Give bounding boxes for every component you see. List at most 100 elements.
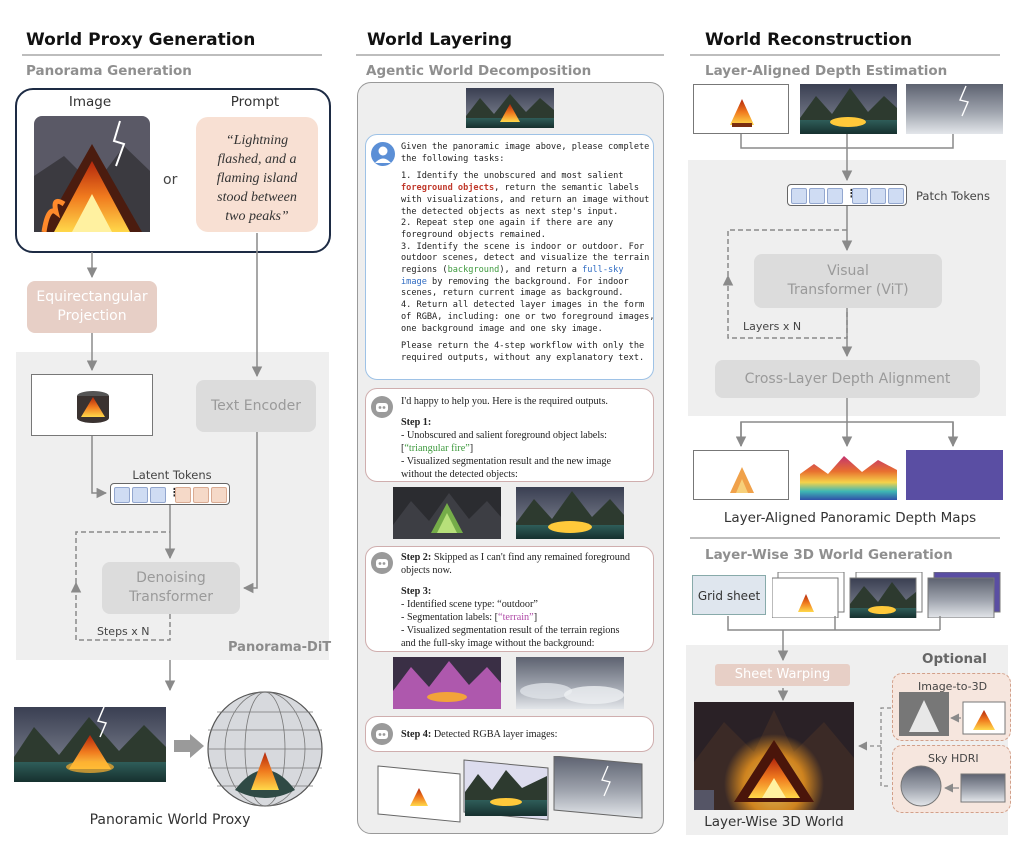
prompt-text-line: regions (background), and return a full-…: [401, 265, 653, 277]
prompt-text-line: Please return the 4-step workflow with o…: [401, 341, 645, 352]
image-to-3d-images: [899, 692, 1006, 736]
layered-sheets-images: [772, 572, 1001, 618]
cross-layer-depth-box: Cross-Layer Depth Alignment: [715, 360, 980, 398]
user-avatar-icon: [371, 142, 395, 166]
prompt-line: two peaks”: [225, 209, 289, 224]
prompt-text-line: 4. Return all detected layer images in t…: [401, 300, 645, 311]
steps-label: Steps x N: [97, 625, 150, 638]
agent-avatar-icon: [371, 723, 393, 745]
optional-label: Optional: [922, 651, 987, 667]
reply-text-line: - Identified scene type: “outdoor”: [401, 599, 538, 610]
foreground-depth-thumb: [693, 450, 789, 500]
agent-reply-2: [365, 546, 654, 652]
col1-arrows: [70, 233, 263, 692]
layer-wise-3d-world-image: [694, 702, 854, 810]
segmentation-fire-image: [393, 487, 501, 539]
vit-line: Visual: [827, 263, 869, 279]
text-encoder-box: Text Encoder: [196, 380, 316, 432]
highlight-red: foreground objects: [401, 183, 495, 194]
prompt-text-span: regions (: [401, 265, 448, 276]
input-fire-image: [34, 116, 150, 232]
equirect-line: Projection: [57, 308, 127, 324]
layer-wise-generation-subtitle: Layer-Wise 3D World Generation: [705, 547, 953, 563]
reply-text-line: - Visualized segmentation result and the…: [401, 456, 611, 467]
reply-text-line: objects now.: [401, 565, 452, 576]
or-text: or: [163, 172, 178, 188]
ellipsis-mark: ⋮: [846, 187, 857, 200]
panorama-dit-label: Panorama-DiT: [228, 640, 332, 655]
background-depth-thumb: [800, 450, 897, 500]
latent-token: [211, 487, 227, 503]
highlight-purple: “terrain”: [498, 612, 534, 623]
input-box: [15, 88, 331, 253]
patch-token: [870, 188, 886, 204]
prompt-text-line: of RGBA, including: one or two foregroun…: [401, 311, 655, 322]
patch-token: [827, 188, 843, 204]
patch-token: [809, 188, 825, 204]
prompt-text-line: with visualizations, and return an image…: [401, 194, 650, 205]
prompt-line: flashed, and a: [217, 152, 297, 167]
patch-token: [791, 188, 807, 204]
image-without-fire: [516, 487, 624, 539]
prompt-text-line: required outputs, without any explanator…: [401, 352, 645, 363]
latent-token: [114, 487, 130, 503]
patch-tokens-strip: ⋮: [787, 184, 907, 206]
cylinder-fire-icon: [77, 391, 109, 423]
prompt-text-line: 3. Identify the scene is indoor or outdo…: [401, 241, 645, 252]
denoising-transformer-box: Denoising Transformer: [102, 562, 240, 614]
fire-depth-icon: [730, 467, 754, 493]
prompt-text-line: 2. Repeat step one again if there are an…: [401, 218, 614, 229]
rgba-layer-images: [377, 756, 643, 823]
user-prompt-bubble: [365, 134, 654, 380]
prompt-text-line: one background image and one sky image.: [401, 323, 603, 334]
prompt-text-line: outdoor scenes, detect and visualize the…: [401, 253, 650, 264]
reply-text-span: [: [401, 443, 405, 454]
highlight-blue: image: [401, 276, 427, 287]
step-heading: Step 3:: [401, 586, 432, 597]
panorama-output-image: [14, 707, 166, 782]
step-heading: Step 1:: [401, 417, 432, 428]
panorama-generation-subtitle: Panorama Generation: [26, 63, 192, 79]
sky-hdri-label: Sky HDRI: [928, 752, 979, 765]
prompt-text-line: 1. Identify the unobscured and most sali…: [401, 171, 624, 182]
prompt-text-line: foreground objects remained.: [401, 229, 546, 240]
reply-text-line: I'd happy to help you. Here is the requi…: [401, 396, 608, 407]
reply-text-line: Step 2: Skipped as I can't find any rema…: [401, 551, 651, 564]
section-rule: [690, 537, 1000, 539]
depth-maps-label: Layer-Aligned Panoramic Depth Maps: [723, 510, 977, 526]
prompt-text-span: ), and return a: [499, 265, 583, 276]
agent-reply-1: [365, 388, 654, 482]
reply-text-line: without the detected objects:: [401, 469, 518, 480]
image-label: Image: [68, 94, 112, 110]
section-rule: [356, 54, 664, 56]
prompt-text-line: image by removing the background. For in…: [401, 277, 653, 289]
latent-tokens-strip: ⋮: [110, 483, 230, 505]
grid-sheet-box: Grid sheet: [692, 575, 766, 615]
reply-text-span: ]: [469, 443, 474, 454]
world-layering-title: World Layering: [367, 30, 512, 50]
patch-tokens-label: Patch Tokens: [916, 189, 990, 203]
agent-avatar-icon: [371, 396, 393, 418]
layer-wise-3d-world-label: Layer-Wise 3D World: [704, 814, 844, 830]
input-panorama-thumbnail: [466, 88, 554, 128]
ellipsis-mark: ⋮: [169, 486, 180, 499]
prompt-text-line: the following tasks:: [401, 153, 505, 164]
reply-text-span: - Segmentation labels: [: [401, 612, 499, 623]
reply-text-line: - Visualized segmentation result of the …: [401, 625, 620, 636]
reply-text-line: and the full-sky image without the backg…: [401, 638, 595, 649]
terrain-segmentation-image: [393, 657, 501, 709]
step-heading: Step 2:: [401, 552, 432, 563]
optional-connector: [858, 707, 891, 787]
reply-text-line: - Unobscured and salient foreground obje…: [401, 430, 607, 441]
world-reconstruction-title: World Reconstruction: [705, 30, 913, 50]
prompt-label: Prompt: [230, 94, 280, 110]
sky-hdri-images: [900, 765, 1006, 807]
prompt-line: “Lightning: [225, 133, 289, 148]
prompt-text-line: foreground objects, return the semantic …: [401, 183, 653, 195]
image-to-3d-label: Image-to-3D: [918, 680, 988, 693]
latent-token: [193, 487, 209, 503]
prompt-line: flaming island: [216, 171, 298, 186]
latent-tokens-label: Latent Tokens: [132, 468, 212, 482]
prompt-card: “Lightning flashed, and a flaming island…: [196, 117, 318, 232]
projected-image: [31, 374, 153, 436]
